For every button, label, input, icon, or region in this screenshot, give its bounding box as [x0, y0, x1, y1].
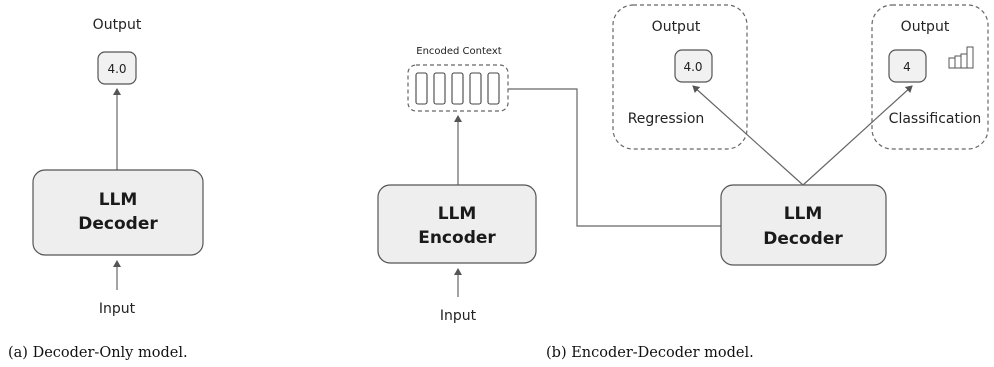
regression-output-label: Output — [652, 19, 701, 35]
encoded-context-box — [407, 64, 509, 112]
regression-panel — [612, 4, 748, 150]
decoder-to-classification-arrow — [802, 85, 913, 186]
right-caption: (b) Encoder-Decoder model. — [546, 345, 754, 361]
left-decoder-line1: LLM — [99, 190, 138, 210]
context-cell — [487, 72, 500, 105]
encoded-context-cells — [415, 72, 500, 105]
encoder-decoder-diagram: Encoded Context LLM Encoder Input LLM De… — [377, 4, 989, 361]
classification-value-box — [888, 49, 927, 83]
left-llm-decoder-box — [32, 169, 204, 256]
classification-output-label: Output — [901, 19, 950, 35]
context-cell — [415, 72, 428, 105]
classification-value: 4 — [903, 60, 911, 74]
context-to-decoder-connector — [508, 88, 721, 227]
decoder-to-regression-arrow — [692, 85, 804, 186]
right-input-label: Input — [440, 308, 477, 324]
regression-value-box — [674, 49, 713, 83]
context-cell — [469, 72, 482, 105]
context-cell — [451, 72, 464, 105]
regression-task-label: Regression — [628, 111, 705, 127]
left-output-label: Output — [93, 17, 142, 33]
encoder-line2: Encoder — [418, 228, 496, 248]
decoder-only-diagram: Output 4.0 LLM Decoder Input (a) Decoder… — [8, 17, 204, 361]
regression-value: 4.0 — [683, 60, 702, 74]
bar-chart-icon — [948, 46, 974, 69]
left-caption: (a) Decoder-Only model. — [8, 345, 188, 361]
classification-panel — [871, 4, 989, 150]
left-output-value-box — [97, 51, 137, 85]
llm-encoder-box — [377, 184, 537, 264]
context-cell — [433, 72, 446, 105]
encoder-line1: LLM — [438, 204, 477, 224]
right-llm-decoder-box — [720, 184, 887, 266]
right-decoder-line2: Decoder — [763, 229, 843, 249]
left-decoder-line2: Decoder — [78, 214, 158, 234]
encoded-context-label: Encoded Context — [416, 46, 502, 57]
left-output-value: 4.0 — [107, 62, 126, 76]
left-input-label: Input — [99, 301, 136, 317]
classification-task-label: Classification — [889, 111, 982, 127]
right-decoder-line1: LLM — [784, 204, 823, 224]
